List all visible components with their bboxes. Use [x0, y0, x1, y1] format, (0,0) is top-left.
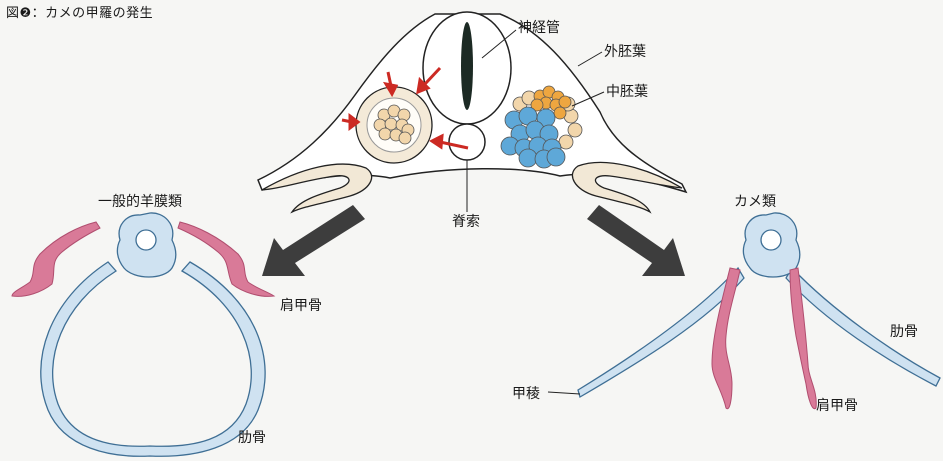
label-mesoderm: 中胚葉: [606, 84, 648, 100]
dermomyotome-cell: [554, 107, 566, 119]
label-carapacial-ridge: 甲稜: [512, 386, 540, 402]
label-scapula-left: 肩甲骨: [280, 298, 322, 314]
label-scapula-right: 肩甲骨: [816, 398, 858, 414]
amniote-skeleton: [12, 213, 274, 456]
amniote-right-scapula: [178, 222, 274, 296]
label-neural-tube: 神経管: [518, 20, 560, 36]
notochord: [449, 124, 485, 160]
mesoderm-cell: [547, 148, 565, 166]
arrow-to-turtle: [587, 205, 685, 276]
leader-carapacial-ridge: [548, 392, 580, 394]
label-rib-left: 肋骨: [238, 430, 266, 446]
mesoderm-cell: [519, 149, 537, 167]
leader-ectoderm: [578, 52, 602, 66]
somite-cell: [379, 128, 391, 140]
turtle-skeleton: [548, 213, 940, 409]
label-ectoderm: 外胚葉: [604, 44, 646, 60]
label-rib-right: 肋骨: [890, 324, 918, 340]
label-amniotes: 一般的羊膜類: [98, 194, 182, 210]
label-turtles: カメ類: [734, 194, 776, 210]
right-body-fold: [572, 162, 682, 212]
embryo-section: [258, 12, 686, 212]
label-notochord: 脊索: [452, 214, 480, 230]
turtle-neural-canal: [761, 230, 781, 250]
neural-canal: [461, 22, 473, 110]
somite-cell: [399, 132, 411, 144]
amniote-rib: [41, 262, 265, 456]
somite-cell: [568, 123, 582, 137]
dermomyotome-cell: [559, 96, 571, 108]
figure-title: 図❷：カメの甲羅の発生: [6, 6, 153, 22]
arrow-to-amniote: [262, 205, 365, 276]
amniote-neural-canal: [136, 230, 156, 250]
